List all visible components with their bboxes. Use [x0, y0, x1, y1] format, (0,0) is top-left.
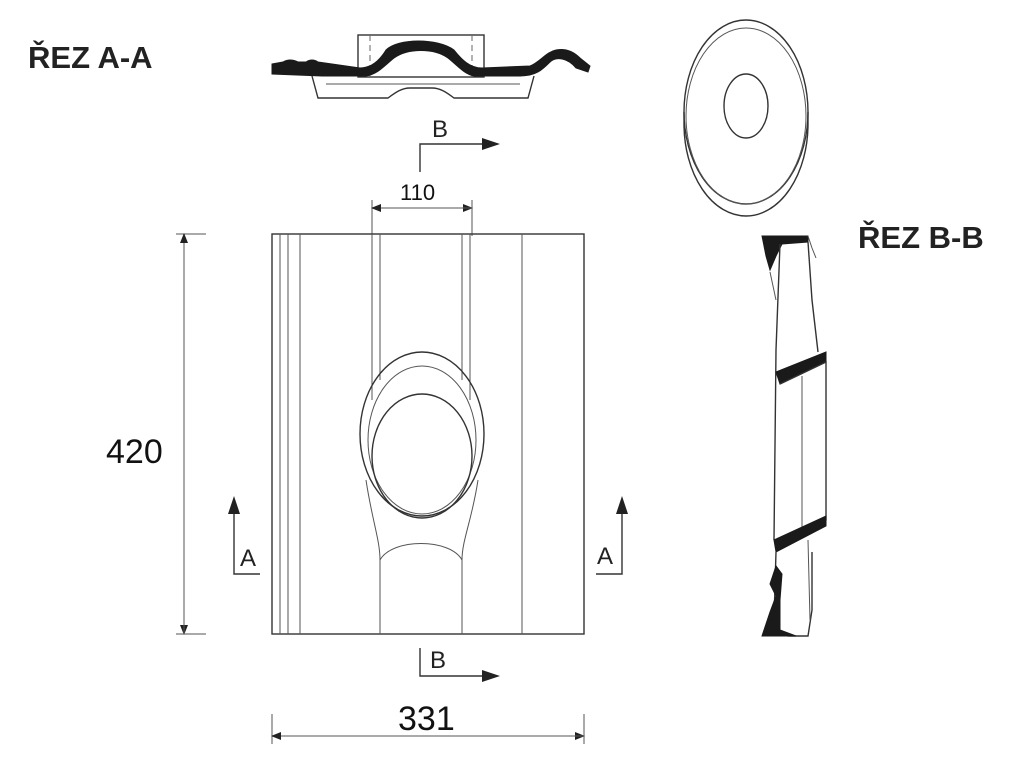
- svg-text:A: A: [597, 543, 613, 570]
- svg-text:331: 331: [398, 700, 455, 738]
- section-bb-profile: [761, 235, 827, 637]
- cut-marker-a-right: A: [596, 496, 628, 575]
- svg-text:B: B: [432, 116, 448, 143]
- cut-marker-b-bottom: B: [419, 647, 500, 682]
- section-aa-profile: [271, 34, 591, 99]
- svg-text:A: A: [240, 545, 256, 572]
- tile-front-view: [271, 233, 585, 635]
- cut-marker-b-top: B: [419, 116, 500, 172]
- dimension-420: 420: [106, 233, 206, 635]
- section-aa-title: ŘEZ A-A: [28, 39, 153, 75]
- cut-marker-a-left: A: [228, 496, 260, 575]
- svg-text:B: B: [430, 647, 446, 674]
- svg-text:420: 420: [106, 433, 163, 471]
- dimension-110: 110: [371, 180, 473, 236]
- dimension-331: 331: [271, 700, 585, 744]
- round-flange-view: [683, 19, 809, 217]
- svg-text:110: 110: [400, 180, 435, 205]
- section-bb-title: ŘEZ B-B: [858, 219, 984, 255]
